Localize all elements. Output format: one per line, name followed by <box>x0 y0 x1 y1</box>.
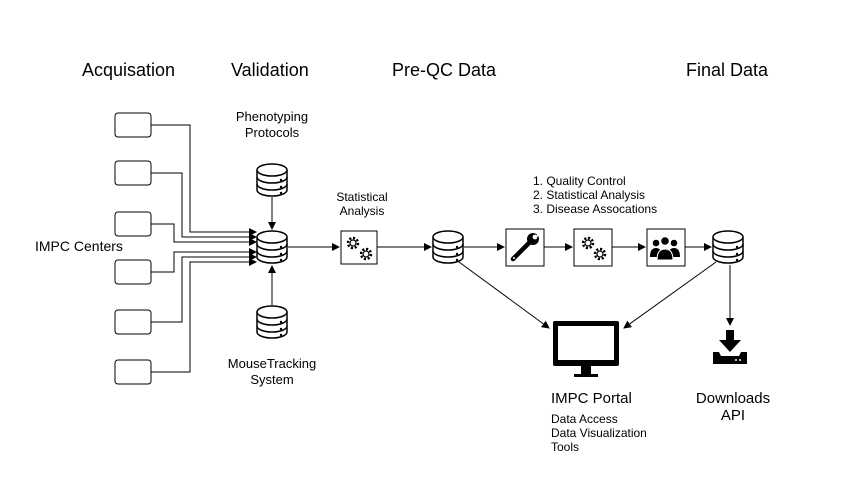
arrow-preqc-to-portal <box>458 261 550 329</box>
step-item: 2. Statistical Analysis <box>533 188 646 202</box>
portal-item: Tools <box>551 440 580 454</box>
final-db-icon <box>712 230 744 264</box>
portal-item: Data Access <box>551 412 618 426</box>
center-connectors <box>151 124 257 373</box>
validation-db-icon <box>256 230 288 264</box>
center-box <box>114 112 152 138</box>
impc-centers-label: IMPC Centers <box>35 238 123 254</box>
column-header-acquisition: Acquisation <box>82 60 176 80</box>
column-header-final: Final Data <box>686 60 769 80</box>
center-box <box>114 359 152 385</box>
mousetracking-system-label: MouseTracking System <box>227 356 317 387</box>
downloads-api-label: Downloads API <box>695 390 771 424</box>
statistical-box <box>340 230 378 265</box>
preqc-db-icon <box>432 230 464 264</box>
step-item: 1. Quality Control <box>533 174 626 188</box>
portal-items-list: Data Access Data Visualization Tools <box>551 412 647 454</box>
portal-item: Data Visualization <box>551 426 647 440</box>
mousetracking-db-icon <box>256 305 288 339</box>
impc-portal-title: IMPC Portal <box>551 390 632 407</box>
column-header-validation: Validation <box>231 60 309 80</box>
phenotyping-protocols-db-icon <box>256 163 288 197</box>
users-icon <box>650 236 680 261</box>
step-item: 3. Disease Assocations <box>533 202 658 216</box>
download-icon <box>713 330 747 364</box>
wrench-icon <box>510 232 542 262</box>
analysis-box <box>573 228 613 267</box>
processing-steps-list: 1. Quality Control 2. Statistical Analys… <box>533 174 657 216</box>
monitor-icon <box>553 321 619 377</box>
column-header-preqc: Pre-QC Data <box>392 60 497 80</box>
center-box <box>114 309 152 335</box>
center-box <box>114 160 152 186</box>
center-box <box>114 259 152 285</box>
phenotyping-protocols-label: Phenotyping Protocols <box>235 109 309 140</box>
statistical-analysis-label: Statistical Analysis <box>336 190 388 218</box>
center-box <box>114 211 152 237</box>
arrow-final-to-portal <box>623 261 717 329</box>
